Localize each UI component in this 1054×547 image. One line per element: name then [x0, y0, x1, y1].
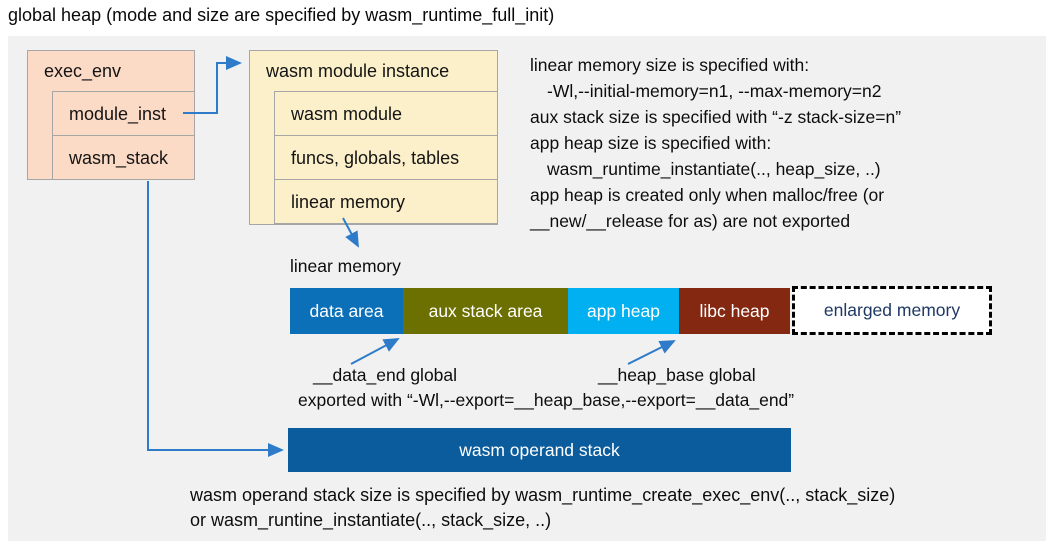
enlarged-memory-box: enlarged memory	[792, 286, 992, 335]
note-line: __new/__release for as) are not exported	[530, 211, 851, 231]
module-instance-row-linear-memory: linear memory	[274, 179, 498, 224]
note-line: linear memory size is specified with:	[530, 55, 810, 75]
footer-line: or wasm_runtine_instantiate(.., stack_si…	[190, 510, 552, 530]
annotation-exported-flags: exported with “-Wl,--export=__heap_base,…	[298, 390, 795, 410]
module-instance-row-funcs-globals-tables: funcs, globals, tables	[274, 135, 498, 180]
operand-stack-bar: wasm operand stack	[288, 428, 791, 472]
exec-env-row-module-inst: module_inst	[52, 91, 195, 136]
module-instance-row-wasm-module: wasm module	[274, 91, 498, 136]
exec-env-row-wasm-stack: wasm_stack	[52, 135, 195, 180]
note-line: -Wl,--initial-memory=n1, --max-memory=n2	[547, 81, 882, 101]
notes-block: linear memory size is specified with: -W…	[530, 52, 1042, 234]
linear-memory-bar: data area aux stack area app heap libc h…	[290, 288, 790, 334]
module-instance-header: wasm module instance	[266, 61, 450, 81]
footer-line: wasm operand stack size is specified by …	[190, 485, 896, 505]
note-line: wasm_runtime_instantiate(.., heap_size, …	[547, 159, 881, 179]
annotation-heap-base-global: __heap_base global	[598, 365, 756, 385]
memory-segment-app-heap: app heap	[568, 288, 679, 334]
footer-note: wasm operand stack size is specified by …	[190, 483, 895, 533]
exec-env-header: exec_env	[44, 61, 122, 81]
memory-segment-data-area: data area	[290, 288, 403, 334]
module-instance-box: wasm module instance wasm module funcs, …	[249, 50, 498, 225]
annotation-data-end-global: __data_end global	[313, 365, 458, 385]
linear-memory-label: linear memory	[290, 256, 401, 276]
page-title: global heap (mode and size are specified…	[8, 5, 555, 25]
note-line: app heap size is specified with:	[530, 133, 772, 153]
note-line: app heap is created only when malloc/fre…	[530, 185, 885, 205]
note-line: aux stack size is specified with “-z sta…	[530, 107, 902, 127]
exec-env-box: exec_env module_inst wasm_stack	[27, 50, 195, 180]
memory-segment-aux-stack-area: aux stack area	[403, 288, 568, 334]
memory-segment-libc-heap: libc heap	[679, 288, 790, 334]
